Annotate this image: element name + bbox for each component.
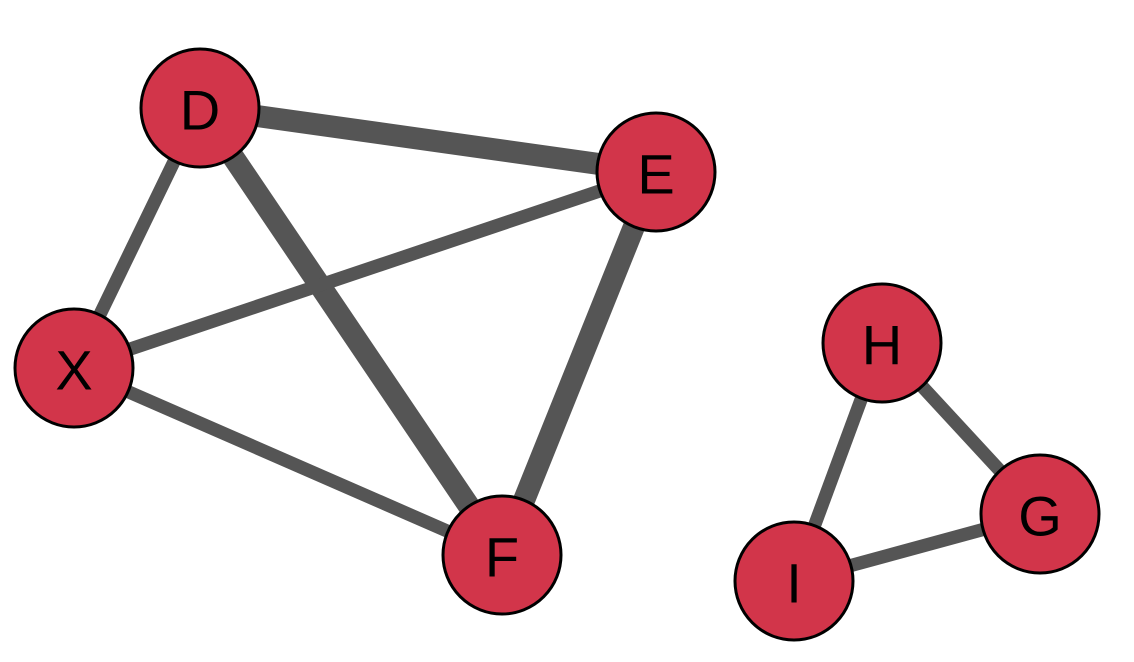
node-d: D: [139, 47, 261, 169]
node-label: D: [180, 79, 220, 142]
node-g: G: [979, 453, 1101, 575]
node-circle: [441, 494, 563, 616]
node-f: F: [441, 494, 563, 616]
node-circle: [821, 282, 943, 404]
node-circle: [13, 307, 135, 429]
node-circle: [979, 453, 1101, 575]
node-circle: [733, 520, 855, 642]
edge-e-f: [491, 167, 667, 560]
node-label: F: [485, 526, 519, 589]
node-label: X: [55, 339, 92, 402]
node-label: I: [786, 552, 802, 615]
node-x: X: [13, 307, 135, 429]
node-i: I: [733, 520, 855, 642]
edge-d-e: [198, 97, 658, 183]
node-label: E: [637, 143, 674, 206]
nodes-layer: D E X F H G I: [13, 47, 1101, 642]
node-e: E: [595, 111, 717, 233]
edge-x-e: [71, 165, 659, 375]
node-h: H: [821, 282, 943, 404]
node-circle: [139, 47, 261, 169]
node-label: H: [862, 314, 902, 377]
node-label: G: [1018, 485, 1062, 548]
edge-d-f: [190, 101, 512, 562]
edge-x-f: [71, 361, 505, 562]
node-circle: [595, 111, 717, 233]
